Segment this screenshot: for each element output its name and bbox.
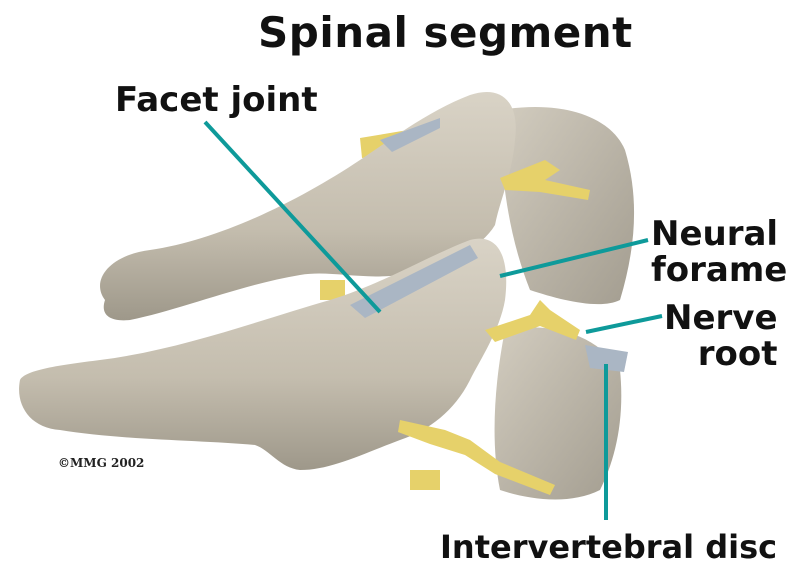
upper-vertebral-body [500,107,634,304]
intervertebral-disc-label: Intervertebral disc [440,528,777,566]
neural-foramen-label-line1: Neural [651,216,789,252]
neural-foramen-label-line2: foramen [651,252,789,288]
facet-joint-label: Facet joint [115,80,318,120]
nerve-root-label-line2: root [664,336,778,372]
diagram-title: Spinal segment [258,8,633,57]
copyright-notice: ©MMG 2002 [58,456,144,470]
nerve-root-label-line1: Nerve [664,300,778,336]
nerve-root-leader-line [586,316,662,332]
neural-foramen-label: Neural foramen [651,216,789,288]
nerve-root-label: Nerve root [664,300,778,372]
spinal-cord-bottom [410,470,440,490]
